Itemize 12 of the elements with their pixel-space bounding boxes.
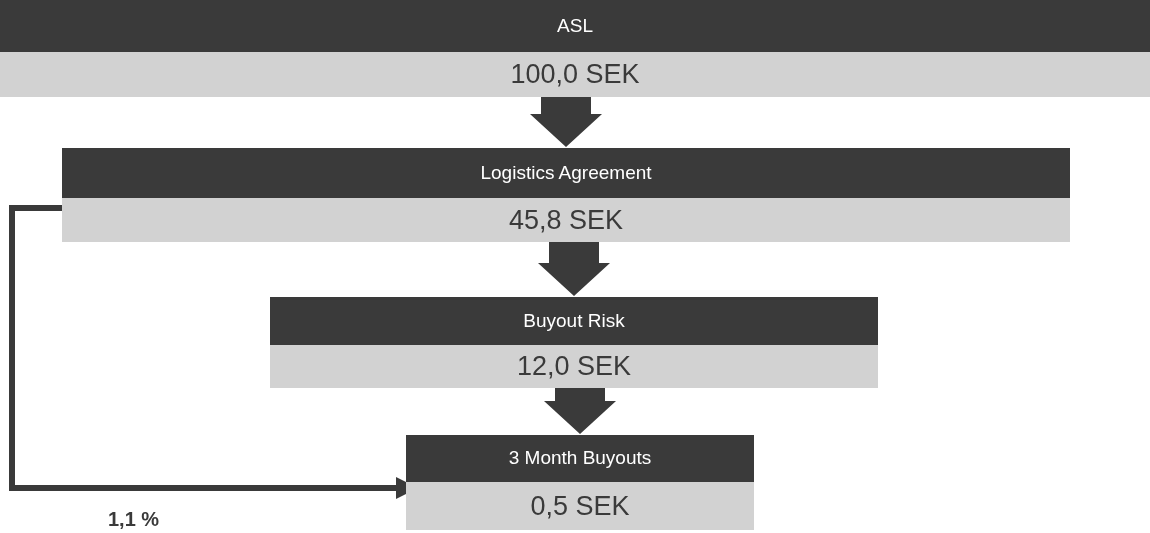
block-arrow — [538, 242, 610, 296]
edge-label: 1,1 % — [108, 507, 160, 532]
header-band: 3 Month Buyouts — [406, 435, 754, 482]
value-band: 0,5 SEK — [406, 482, 754, 530]
header-band: Buyout Risk — [270, 297, 878, 345]
block-arrow — [544, 388, 616, 434]
value-band: 45,8 SEK — [62, 198, 1070, 242]
header-band: ASL — [0, 0, 1150, 52]
header-band: Logistics Agreement — [62, 148, 1070, 198]
value-band: 100,0 SEK — [0, 52, 1150, 97]
block-arrow — [530, 97, 602, 147]
value-band: 12,0 SEK — [270, 345, 878, 388]
